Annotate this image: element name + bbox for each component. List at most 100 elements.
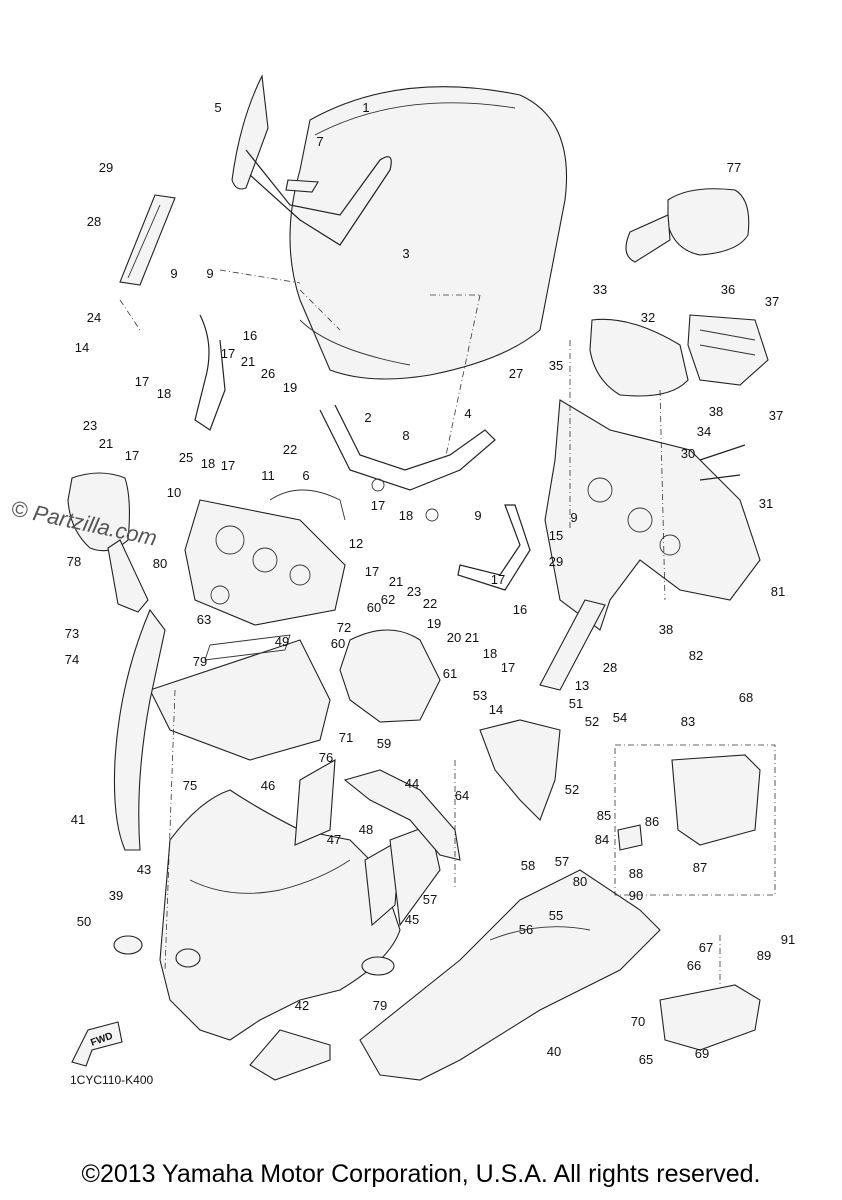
part-callout-17: 17 — [365, 564, 379, 579]
part-callout-18: 18 — [157, 386, 171, 401]
meter-assembly — [184, 489, 346, 626]
part-callout-25: 25 — [179, 450, 193, 465]
part-callout-20: 20 — [447, 630, 461, 645]
part-callout-21: 21 — [465, 630, 479, 645]
part-callout-46: 46 — [261, 778, 275, 793]
part-callout-77: 77 — [727, 160, 741, 175]
part-callout-18: 18 — [399, 508, 413, 523]
part-callout-41: 41 — [71, 812, 85, 827]
part-callout-65: 65 — [639, 1052, 653, 1067]
mirror-stay-left — [231, 74, 392, 246]
part-callout-38: 38 — [659, 622, 673, 637]
part-callout-79: 79 — [193, 654, 207, 669]
part-callout-76: 76 — [319, 750, 333, 765]
part-callout-32: 32 — [641, 310, 655, 325]
grommets — [113, 935, 395, 976]
copyright-footer: ©2013 Yamaha Motor Corporation, U.S.A. A… — [81, 1160, 761, 1188]
part-callout-81: 81 — [771, 584, 785, 599]
part-callout-59: 59 — [377, 736, 391, 751]
part-callout-21: 21 — [241, 354, 255, 369]
part-callout-3: 3 — [402, 246, 409, 261]
side-cover-left — [113, 608, 166, 851]
part-callout-48: 48 — [359, 822, 373, 837]
forward-arrow-icon: FWD — [71, 1021, 123, 1067]
part-callout-19: 19 — [427, 616, 441, 631]
part-callout-75: 75 — [183, 778, 197, 793]
part-callout-53: 53 — [473, 688, 487, 703]
part-callout-9: 9 — [170, 266, 177, 281]
part-callout-18: 18 — [201, 456, 215, 471]
part-callout-37: 37 — [769, 408, 783, 423]
front-cowl — [159, 759, 441, 1081]
part-callout-15: 15 — [549, 528, 563, 543]
part-callout-4: 4 — [464, 406, 471, 421]
part-callout-17: 17 — [125, 448, 139, 463]
part-callout-89: 89 — [757, 948, 771, 963]
part-callout-17: 17 — [135, 374, 149, 389]
part-callout-47: 47 — [327, 832, 341, 847]
part-callout-52: 52 — [565, 782, 579, 797]
part-callout-36: 36 — [721, 282, 735, 297]
part-callout-40: 40 — [547, 1044, 561, 1059]
part-callout-67: 67 — [699, 940, 713, 955]
part-callout-9: 9 — [474, 508, 481, 523]
under-cover — [343, 769, 461, 861]
part-callout-14: 14 — [489, 702, 503, 717]
part-callout-72: 72 — [337, 620, 351, 635]
part-callout-2: 2 — [364, 410, 371, 425]
part-callout-28: 28 — [603, 660, 617, 675]
part-callout-29: 29 — [549, 554, 563, 569]
part-callout-79: 79 — [373, 998, 387, 1013]
part-callout-38: 38 — [709, 404, 723, 419]
part-callout-8: 8 — [402, 428, 409, 443]
mirror-right — [625, 188, 750, 263]
part-callout-17: 17 — [221, 346, 235, 361]
part-callout-80: 80 — [573, 874, 587, 889]
part-callout-22: 22 — [283, 442, 297, 457]
part-callout-23: 23 — [407, 584, 421, 599]
part-callout-57: 57 — [423, 892, 437, 907]
part-callout-82: 82 — [689, 648, 703, 663]
part-callout-10: 10 — [167, 485, 181, 500]
part-callout-88: 88 — [629, 866, 643, 881]
part-callout-87: 87 — [693, 860, 707, 875]
part-callout-42: 42 — [295, 998, 309, 1013]
front-stay-frame — [544, 399, 761, 631]
part-callout-17: 17 — [501, 660, 515, 675]
part-callout-21: 21 — [389, 574, 403, 589]
part-callout-9: 9 — [206, 266, 213, 281]
part-callout-49: 49 — [275, 634, 289, 649]
stay-brackets — [194, 314, 531, 591]
part-callout-17: 17 — [371, 498, 385, 513]
part-callout-13: 13 — [575, 678, 589, 693]
part-callout-61: 61 — [443, 666, 457, 681]
part-callout-71: 71 — [339, 730, 353, 745]
part-callout-90: 90 — [629, 888, 643, 903]
part-callout-45: 45 — [405, 912, 419, 927]
part-callout-6: 6 — [302, 468, 309, 483]
part-callout-34: 34 — [697, 424, 711, 439]
part-callout-78: 78 — [67, 554, 81, 569]
headlight-cover — [589, 314, 769, 397]
mirror-left — [67, 472, 149, 613]
part-callout-70: 70 — [631, 1014, 645, 1029]
part-callout-43: 43 — [137, 862, 151, 877]
part-callout-28: 28 — [87, 214, 101, 229]
part-callout-55: 55 — [549, 908, 563, 923]
part-callout-74: 74 — [65, 652, 79, 667]
part-callout-83: 83 — [681, 714, 695, 729]
part-callout-29: 29 — [99, 160, 113, 175]
part-callout-51: 51 — [569, 696, 583, 711]
part-callout-37: 37 — [765, 294, 779, 309]
rubber-strip-right — [539, 599, 606, 691]
part-callout-24: 24 — [87, 310, 101, 325]
part-callout-18: 18 — [483, 646, 497, 661]
part-callout-91: 91 — [781, 932, 795, 947]
part-callout-1: 1 — [362, 100, 369, 115]
part-callout-39: 39 — [109, 888, 123, 903]
ecu-box — [614, 744, 776, 896]
part-callout-5: 5 — [214, 100, 221, 115]
part-callout-86: 86 — [645, 814, 659, 829]
